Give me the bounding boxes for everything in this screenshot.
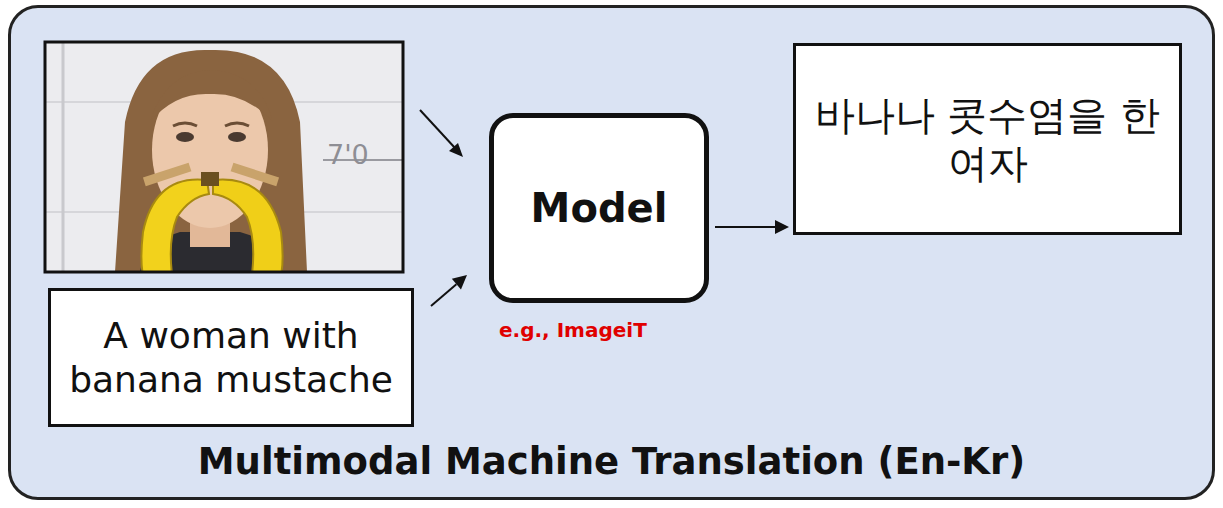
node-text: A woman with banana mustache [69,314,393,400]
node-text: Model [531,184,668,232]
photo-arrow [420,110,463,157]
node-text: 바나나 콧수염을 한 여자 [814,91,1161,187]
wall-mark: 7'0 [327,139,369,170]
connector-line [715,226,775,228]
panel-title: Multimodal Machine Translation (En-Kr) [11,440,1212,483]
panel: Multimodal Machine Translation (En-Kr) A … [8,5,1215,500]
output-text-box: 바나나 콧수염을 한 여자 [793,43,1182,235]
arrowhead [775,220,789,234]
arrow-connector [431,275,467,306]
example-note: e.g., ImageiT [499,318,647,342]
arrowhead [452,275,467,289]
photo [45,42,403,282]
model-box: Model [489,113,709,303]
arrow-connector [715,220,789,234]
connector-line [431,284,456,306]
input-text-box: A woman with banana mustache [48,288,414,427]
photo-frame [45,42,403,272]
